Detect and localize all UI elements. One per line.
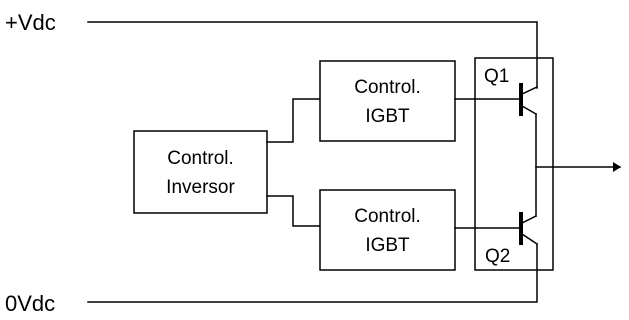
inverter-control-label-line2: Inversor	[166, 177, 235, 198]
igbt-control-top-label-line1: Control.	[354, 77, 421, 98]
power-module-enclosure	[474, 57, 554, 271]
inverter-control-box	[133, 130, 268, 214]
igbt-control-bottom-label-line2: IGBT	[365, 235, 410, 256]
q1-label: Q1	[484, 66, 509, 87]
inverter-control-label-line1: Control.	[167, 148, 234, 169]
q2-emitter	[520, 232, 539, 246]
positive-rail: +Vdc	[5, 10, 538, 89]
igbt-control-bottom-box	[319, 189, 456, 271]
igbt-control-top-label-line2: IGBT	[365, 106, 410, 127]
igbt-control-bottom-block: Control. IGBT	[319, 189, 456, 271]
q2-label: Q2	[485, 246, 510, 267]
inverter-control-block: Control. Inversor	[133, 130, 268, 214]
zero-rail-wire	[87, 243, 538, 303]
transistor-q2: Q2	[485, 212, 539, 267]
positive-rail-label: +Vdc	[5, 10, 56, 35]
wire-inverter-to-bottom-igbt	[266, 195, 321, 227]
q2-collector	[520, 214, 538, 225]
transistor-q1: Q1	[484, 66, 538, 217]
igbt-control-top-block: Control. IGBT	[319, 60, 456, 142]
zero-rail: 0Vdc	[5, 243, 538, 316]
q1-emitter	[520, 104, 538, 116]
q1-collector	[521, 86, 538, 95]
wire-inverter-to-top-igbt	[266, 98, 321, 143]
igbt-control-top-box	[319, 60, 456, 142]
zero-rail-label: 0Vdc	[5, 291, 55, 316]
positive-rail-wire	[87, 21, 538, 89]
igbt-control-bottom-label-line1: Control.	[354, 206, 421, 227]
